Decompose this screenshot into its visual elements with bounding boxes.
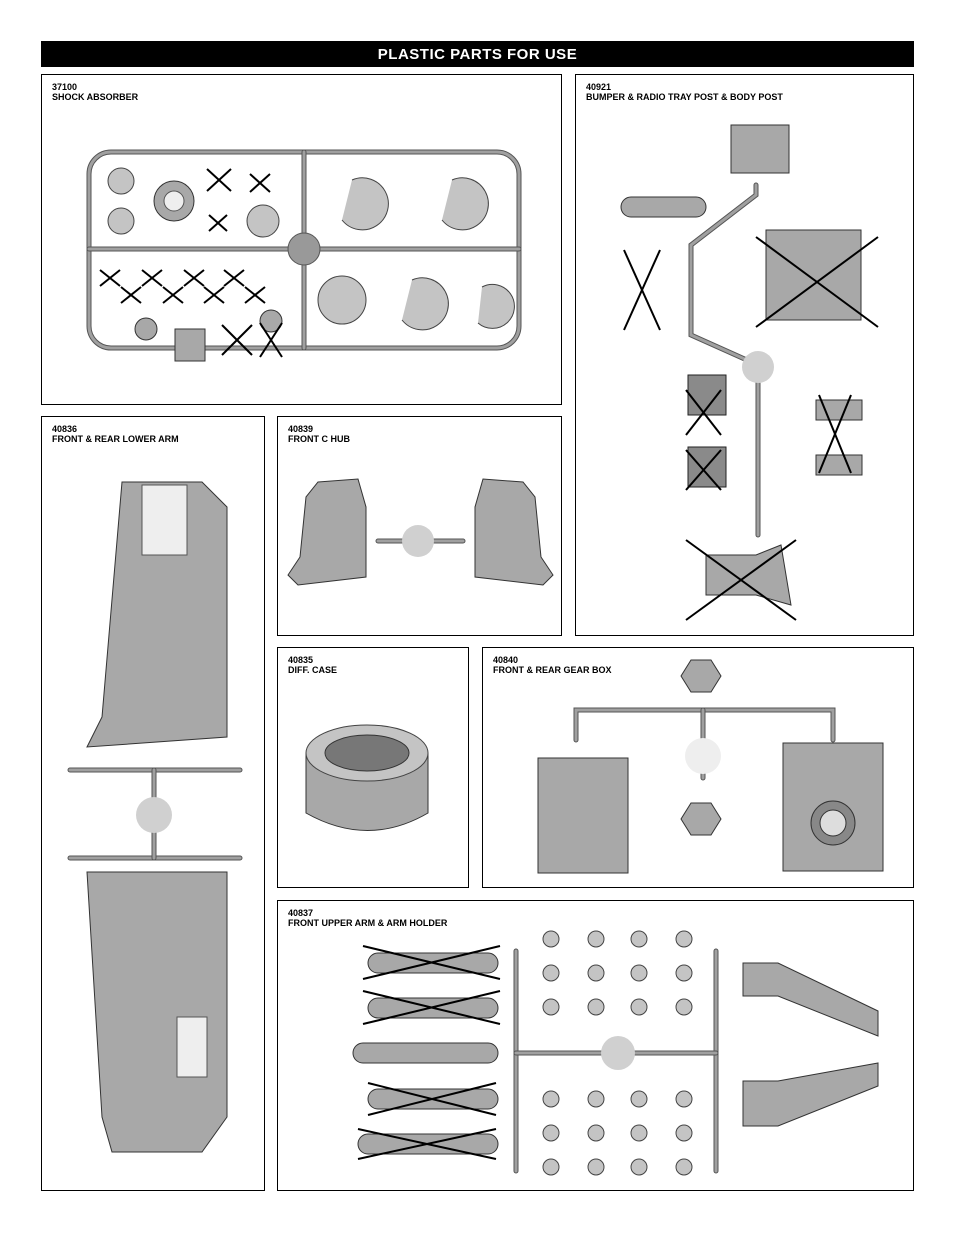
panel-bumper-post: 40921 BUMPER & RADIO TRAY POST & BODY PO…: [575, 74, 914, 636]
panel-diff-case: 40835 DIFF. CASE: [277, 647, 469, 888]
panel-label: 40836 FRONT & REAR LOWER ARM: [52, 424, 179, 444]
panel-label: 37100 SHOCK ABSORBER: [52, 82, 138, 102]
part-name: FRONT C HUB: [288, 434, 350, 444]
panel-lower-arm: 40836 FRONT & REAR LOWER ARM: [41, 416, 265, 1191]
part-code: 40837: [288, 908, 314, 918]
part-name: DIFF. CASE: [288, 665, 338, 675]
diff-case-illustration: [305, 724, 429, 831]
page-title: PLASTIC PARTS FOR USE: [377, 45, 578, 63]
panel-shock-absorber: 37100 SHOCK ABSORBER: [41, 74, 562, 405]
part-name: BUMPER & RADIO TRAY POST & BODY POST: [586, 92, 783, 102]
panel-gear-box: 40840 FRONT & REAR GEAR BOX: [482, 647, 914, 888]
panel-upper-arm: 40837 FRONT UPPER ARM & ARM HOLDER: [277, 900, 914, 1191]
gear-box-sprue-illustration: [537, 659, 884, 874]
panel-c-hub: 40839 FRONT C HUB: [277, 416, 562, 636]
part-name: FRONT UPPER ARM & ARM HOLDER: [288, 918, 448, 928]
part-code: 40921: [586, 82, 612, 92]
panel-label: 40835 DIFF. CASE: [288, 655, 337, 675]
part-code: 40835: [288, 655, 314, 665]
part-code: 37100: [52, 82, 78, 92]
shock-absorber-sprue-illustration: [86, 149, 522, 362]
panel-label: 40837 FRONT UPPER ARM & ARM HOLDER: [288, 908, 447, 928]
bumper-post-sprue-illustration: [620, 124, 879, 621]
part-code: 40840: [493, 655, 519, 665]
part-code: 40836: [52, 424, 78, 434]
page-title-banner: PLASTIC PARTS FOR USE: [41, 41, 914, 67]
part-name: FRONT & REAR GEAR BOX: [493, 665, 612, 675]
panel-label: 40921 BUMPER & RADIO TRAY POST & BODY PO…: [586, 82, 783, 102]
panel-label: 40839 FRONT C HUB: [288, 424, 350, 444]
upper-arm-sprue-illustration: [352, 930, 879, 1176]
part-code: 40839: [288, 424, 314, 434]
part-name: SHOCK ABSORBER: [52, 92, 139, 102]
lower-arm-sprue-illustration: [67, 481, 243, 1153]
part-name: FRONT & REAR LOWER ARM: [52, 434, 179, 444]
c-hub-sprue-illustration: [287, 478, 554, 586]
panel-label: 40840 FRONT & REAR GEAR BOX: [493, 655, 612, 675]
